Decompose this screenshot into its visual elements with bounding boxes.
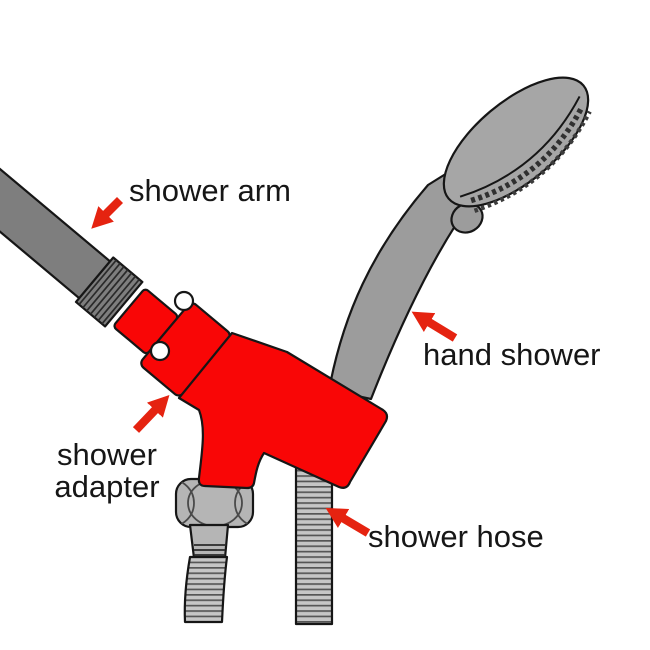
arrow-shower-adapter <box>132 394 170 433</box>
hand-shower-head <box>442 76 592 213</box>
label-shower-hose: shower hose <box>368 519 544 554</box>
hose-connector <box>188 523 230 560</box>
arrow-shower-hose <box>325 507 371 537</box>
label-shower-adapter-line2: adapter <box>54 469 160 504</box>
label-shower-adapter: shower adapter <box>34 439 180 503</box>
nozzle-row <box>473 110 592 213</box>
label-shower-arm: shower arm <box>129 173 291 208</box>
faceplate-rim <box>459 95 581 198</box>
callout-arrows <box>91 196 458 537</box>
nozzle-row <box>470 106 584 204</box>
label-hand-shower: hand shower <box>423 337 601 372</box>
shower-arm-threads <box>74 256 144 328</box>
adapter-notch-top <box>173 290 195 312</box>
adapter-hose-tube <box>183 555 229 624</box>
adapter-body <box>177 331 389 490</box>
arrow-hand-shower <box>411 311 458 342</box>
arrow-shower-arm <box>91 196 124 229</box>
adapter-notch-bottom <box>149 340 171 362</box>
label-shower-adapter-line1: shower <box>57 437 157 472</box>
